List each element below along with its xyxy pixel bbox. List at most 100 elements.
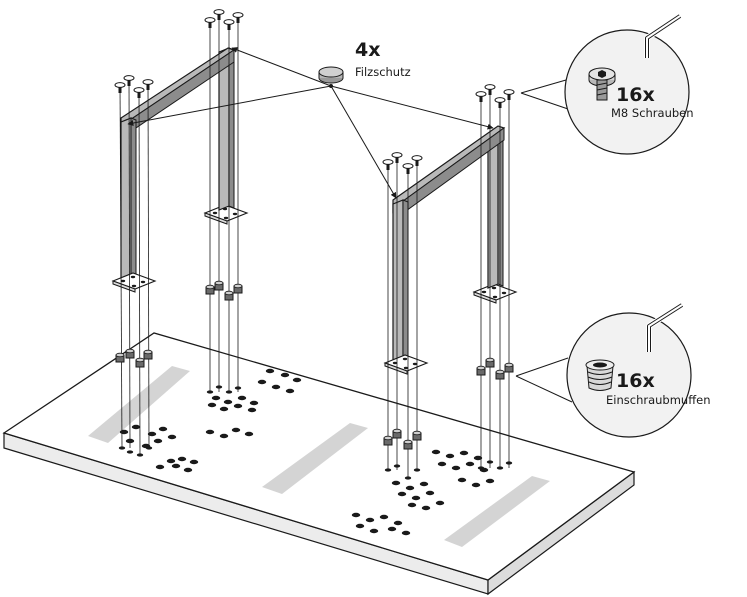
insert-hole: [265, 368, 275, 374]
screw-part: [402, 163, 414, 174]
insert-hole: [249, 400, 259, 406]
leg-post-side: [130, 117, 137, 277]
insert-hole: [166, 458, 176, 464]
insert-hole: [431, 449, 441, 455]
insert-hole: [437, 461, 447, 467]
insert-hole: [419, 481, 429, 487]
felt-callout: 4x Filzschutz: [127, 39, 494, 199]
plate-hole: [403, 366, 409, 370]
insert-hole: [280, 372, 290, 378]
assembly-guide-lines: [119, 12, 510, 478]
guide-end-hole: [136, 453, 144, 457]
screw-part: [503, 89, 515, 100]
insert-hole: [379, 514, 389, 520]
insert-hole: [155, 464, 165, 470]
insert-hole: [207, 402, 217, 408]
insert-hole: [407, 502, 417, 508]
plate-hole: [131, 284, 137, 288]
guide-end-hole: [206, 390, 214, 394]
guide-end-hole: [118, 446, 126, 450]
screw-callout-bubble: [564, 29, 690, 155]
insert-callout-bubble: [566, 312, 692, 438]
table-top: [2, 332, 636, 596]
screw-label: M8 Schrauben: [611, 106, 694, 120]
hardware-parts: [114, 9, 515, 480]
insert-hole: [233, 403, 243, 409]
threaded-insert-icon: [585, 359, 615, 391]
insert-hole: [401, 530, 411, 536]
insert-hole: [189, 459, 199, 465]
insert-hole: [285, 388, 295, 394]
insert-part: [485, 357, 495, 368]
insert-count: 16x: [616, 370, 655, 392]
screw-part: [142, 79, 154, 90]
insert-hole: [393, 520, 403, 526]
base-plate-edge: [204, 212, 228, 225]
insert-part: [135, 357, 145, 368]
insert-hole: [271, 384, 281, 390]
insert-hole: [471, 482, 481, 488]
insert-hole: [219, 406, 229, 412]
plate-hole: [232, 212, 238, 216]
screw-part: [133, 87, 145, 98]
guide-end-hole: [486, 460, 494, 464]
guide-line: [138, 89, 141, 456]
insert-part: [214, 280, 224, 291]
plate-hole: [491, 286, 497, 290]
base-plate-edge: [384, 362, 408, 375]
insert-part: [403, 439, 413, 450]
insert-part: [233, 283, 243, 294]
plate-hole: [402, 357, 408, 361]
insert-part: [143, 349, 153, 360]
screw-part: [382, 159, 394, 170]
insert-holes: [119, 368, 495, 536]
screw-part: [223, 19, 235, 30]
guide-end-hole: [126, 450, 134, 454]
leg-post: [218, 47, 230, 211]
guide-end-hole: [215, 385, 223, 389]
plate-hole: [212, 211, 218, 215]
insert-part: [504, 362, 514, 373]
insert-hole: [119, 429, 129, 435]
insert-part: [412, 430, 422, 441]
insert-hole: [369, 528, 379, 534]
felt-count: 4x: [355, 39, 380, 61]
insert-hole: [351, 512, 361, 518]
insert-hole: [355, 523, 365, 529]
mount-strip: [444, 476, 550, 547]
insert-hole: [459, 450, 469, 456]
insert-hole: [405, 485, 415, 491]
guide-end-hole: [145, 446, 153, 450]
screw-part: [475, 91, 487, 102]
allen-key-icon: [644, 13, 682, 58]
insert-hole: [451, 465, 461, 471]
insert-hole: [257, 379, 267, 385]
allen-key-icon: [646, 302, 684, 352]
leg-post-side: [497, 129, 504, 287]
insert-hole: [171, 463, 181, 469]
plate-hole: [120, 279, 126, 283]
leg-post: [487, 129, 499, 289]
guide-end-hole: [477, 466, 485, 470]
plate-hole: [223, 216, 229, 220]
insert-hole: [445, 453, 455, 459]
hex-screw-icon: [588, 67, 616, 101]
insert-hole: [465, 461, 475, 467]
insert-part: [125, 348, 135, 359]
insert-part: [115, 352, 125, 363]
screw-part: [391, 152, 403, 163]
insert-part: [392, 428, 402, 439]
insert-hole: [397, 491, 407, 497]
insert-hole: [167, 434, 177, 440]
insert-hole: [247, 407, 257, 413]
screw-part: [232, 12, 244, 23]
felt-pad-icon: [318, 66, 344, 88]
guide-line: [119, 84, 123, 449]
plate-hole: [392, 361, 398, 365]
mount-strip: [262, 423, 368, 494]
screw-part: [204, 17, 216, 28]
insert-hole: [158, 426, 168, 432]
insert-label: Einschraubmuffen: [606, 393, 711, 407]
guide-end-hole: [234, 386, 242, 390]
